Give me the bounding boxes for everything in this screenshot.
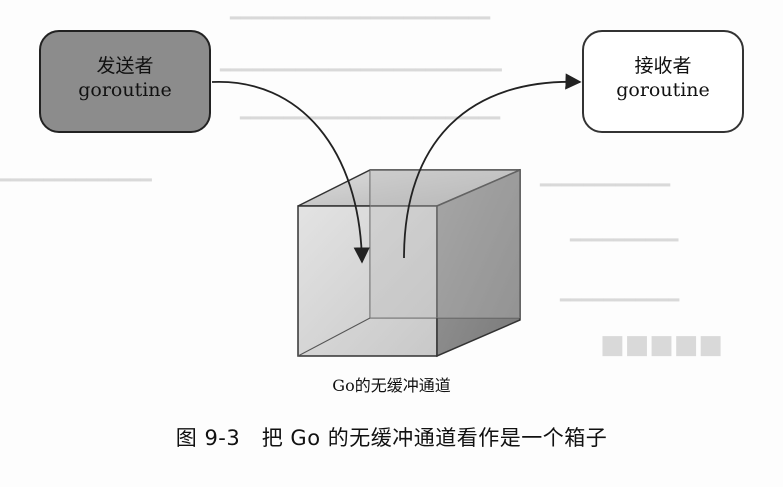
bleed-through-text: ━━━━━━━━━━ [570, 230, 679, 251]
bleed-through-text: ━━━━━━━━━━━━━━ [0, 170, 152, 191]
receiver-goroutine-label: goroutine [616, 79, 710, 101]
send-arrow [211, 81, 370, 264]
sender-goroutine-label: goroutine [78, 79, 172, 101]
bleed-through-text: ━━━━━━━━━━━ [560, 290, 680, 311]
unbuffered-channel-box [297, 168, 521, 358]
sender-goroutine-box: 发送者 goroutine [39, 30, 211, 133]
bleed-through-text: ■■■■■ [600, 330, 723, 360]
bleed-through-text: ━━━━━━━━━━━━ [540, 175, 671, 196]
bleed-through-text: ━━━━━━━━━━━━━━━━━━━━━━━━━━ [220, 60, 502, 81]
channel-caption: Go的无缓冲通道 [332, 376, 451, 395]
figure-caption: 图 9-3 把 Go 的无缓冲通道看作是一个箱子 [175, 426, 608, 450]
box-hidden-edge [297, 317, 371, 357]
receiver-label: 接收者 [634, 55, 692, 77]
receive-arrow [403, 73, 582, 259]
receiver-goroutine-box: 接收者 goroutine [582, 30, 744, 133]
bleed-through-text: ━━━━━━━━━━━━━━━━━━━━━━━━ [230, 8, 491, 29]
box-inner-shade [370, 170, 520, 318]
box-side-face [436, 168, 521, 358]
sender-label: 发送者 [96, 55, 154, 77]
